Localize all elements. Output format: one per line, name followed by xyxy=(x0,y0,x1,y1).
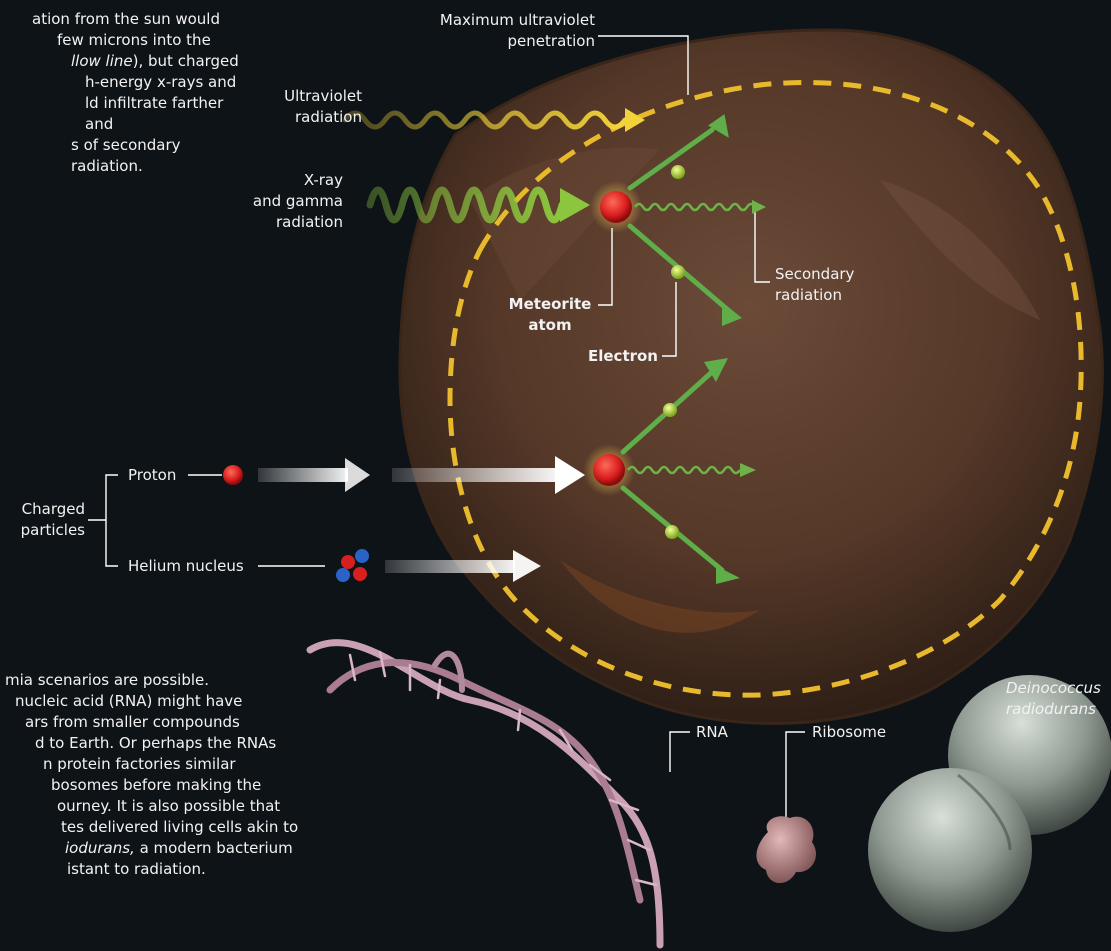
rna-structure xyxy=(310,643,660,945)
ribosome-label: Ribosome xyxy=(812,722,886,743)
max-uv-label-line2: penetration xyxy=(380,31,595,52)
bottom-italic: iodurans, xyxy=(65,839,135,857)
electron-top-1 xyxy=(671,165,685,179)
intro-italic: llow line xyxy=(71,52,133,70)
meteorite-rock xyxy=(400,30,1102,723)
electron-bottom-2 xyxy=(665,525,679,539)
helium-nucleus-particle xyxy=(336,549,369,582)
meteorite-atom-label: Meteorite atom xyxy=(505,294,595,336)
max-uv-label-line1: Maximum ultraviolet xyxy=(380,10,595,31)
bottom-line-10: istant to radiation. xyxy=(5,859,305,880)
ribosome-leader xyxy=(786,732,805,818)
intro-line-2: few microns into the xyxy=(5,30,245,51)
helium-nucleus-label: Helium nucleus xyxy=(128,556,244,577)
intro-paragraph: ation from the sun would few microns int… xyxy=(5,9,245,177)
bottom-line-1: mia scenarios are possible. xyxy=(5,670,305,691)
uv-label-line1: Ultraviolet xyxy=(250,86,362,107)
electron-bottom-1 xyxy=(663,403,677,417)
bottom-line-6: bosomes before making the xyxy=(5,775,305,796)
bottom-line-3: ars from smaller compounds xyxy=(5,712,305,733)
intro-line-5: ld infiltrate farther and xyxy=(5,93,245,135)
proton-particle xyxy=(223,465,243,485)
ribosome-shape xyxy=(756,816,816,883)
deinococcus-label: Deinococcus radiodurans xyxy=(1006,678,1101,720)
secondary-label-line1: Secondary xyxy=(775,264,875,285)
xray-label-line2: and gamma xyxy=(200,191,343,212)
charged-particles-label: Charged particles xyxy=(5,499,85,541)
proton-label: Proton xyxy=(128,465,176,486)
uv-label-line2: radiation xyxy=(250,107,362,128)
deino-label-line1: Deinococcus xyxy=(1006,678,1101,699)
xray-label-line1: X-ray xyxy=(200,170,343,191)
bottom-line-8: tes delivered living cells akin to xyxy=(5,817,305,838)
xray-label: X-ray and gamma radiation xyxy=(200,170,343,233)
bottom-line-5: n protein factories similar xyxy=(5,754,305,775)
bottom-line-9-rest: a modern bacterium xyxy=(135,839,293,857)
charged-label-line1: Charged xyxy=(5,499,85,520)
bottom-line-9: iodurans, a modern bacterium xyxy=(5,838,305,859)
bottom-line-4: d to Earth. Or perhaps the RNAs xyxy=(5,733,305,754)
intro-line-3: llow line), but charged xyxy=(5,51,245,72)
charged-label-line2: particles xyxy=(5,520,85,541)
deino-label-line2: radiodurans xyxy=(1006,699,1101,720)
intro-line-3-rest: ), but charged xyxy=(133,52,239,70)
intro-line-1: ation from the sun would xyxy=(5,9,245,30)
rna-leader xyxy=(670,732,690,772)
electron-label: Electron xyxy=(560,346,658,367)
meteorite-label-line1: Meteorite xyxy=(505,294,595,315)
atom-top xyxy=(590,181,642,233)
max-uv-label: Maximum ultraviolet penetration xyxy=(380,10,595,52)
bottom-line-7: ourney. It is also possible that xyxy=(5,796,305,817)
uv-label: Ultraviolet radiation xyxy=(250,86,362,128)
intro-line-4: h-energy x-rays and xyxy=(5,72,245,93)
meteorite-label-line2: atom xyxy=(505,315,595,336)
bottom-paragraph: mia scenarios are possible. nucleic acid… xyxy=(5,670,305,880)
secondary-label-line2: radiation xyxy=(775,285,875,306)
rna-label: RNA xyxy=(696,722,728,743)
xray-label-line3: radiation xyxy=(200,212,343,233)
atom-bottom xyxy=(583,444,635,496)
secondary-radiation-label: Secondary radiation xyxy=(775,264,875,306)
charged-bracket xyxy=(106,475,118,566)
electron-top-2 xyxy=(671,265,685,279)
bottom-line-2: nucleic acid (RNA) might have xyxy=(5,691,305,712)
